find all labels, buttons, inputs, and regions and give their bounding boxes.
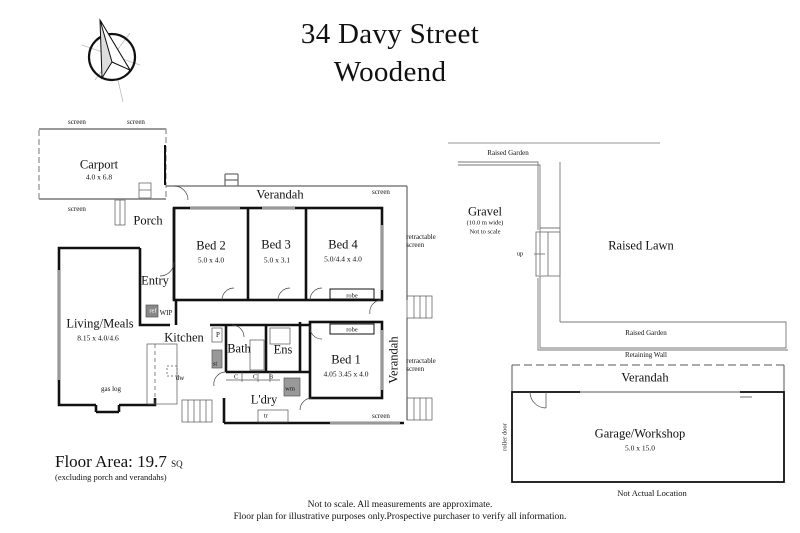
floor-area-unit: SQ xyxy=(171,459,183,469)
garage-dimensions: 5.0 x 15.0 xyxy=(625,443,655,453)
ref-label: ref xyxy=(149,307,157,315)
raised-garden-bottom-label: Raised Garden xyxy=(625,329,667,337)
room-kitchen: Kitchen xyxy=(164,330,204,345)
garage-workshop-label: Garage/Workshop xyxy=(594,426,686,441)
page-title-street: 34 Davy Street xyxy=(300,18,480,50)
room-living-meals-dimensions: 8.15 x 4.0/4.6 xyxy=(77,333,119,343)
screen-label: screen xyxy=(372,412,390,420)
pantry-label: P xyxy=(216,331,220,339)
roller-door-label: roller door xyxy=(501,423,509,451)
room-carport: Carport xyxy=(79,157,119,172)
verandah-side-label: Verandah xyxy=(386,336,401,384)
floor-area-value: Floor Area: 19.7 xyxy=(55,452,167,471)
dishwasher-label: dw xyxy=(175,374,185,382)
floor-area-note: (excluding porch and verandahs) xyxy=(55,472,167,482)
gas-log-label: gas log xyxy=(100,385,122,393)
gravel-width-label: (10.0 m wide) xyxy=(466,219,504,227)
room-ensuite: Ens xyxy=(273,342,293,357)
raised-garden-top-label: Raised Garden xyxy=(487,149,529,157)
washing-machine-label: wm xyxy=(285,385,295,393)
disclaimer-line-2: Floor plan for illustrative purposes onl… xyxy=(233,512,567,522)
gravel-label: Gravel xyxy=(467,204,503,219)
room-bed2: Bed 2 xyxy=(196,238,226,253)
floor-area: Floor Area: 19.7 SQ xyxy=(55,452,183,472)
room-laundry: L'dry xyxy=(250,392,278,407)
room-bed1: Bed 1 xyxy=(331,352,361,367)
room-bed3: Bed 3 xyxy=(261,237,291,252)
page-title-suburb: Woodend xyxy=(333,56,447,88)
screen-label: screen xyxy=(68,118,86,126)
room-bed2-dimensions: 5.0 x 4.0 xyxy=(197,255,225,265)
not-actual-location-label: Not Actual Location xyxy=(617,488,687,498)
room-carport-dimensions: 4.0 x 6.8 xyxy=(85,172,113,182)
trough-label: tr xyxy=(264,412,268,420)
wip-label: WIP xyxy=(159,309,173,317)
garage-verandah-label: Verandah xyxy=(621,370,669,385)
room-bed1-dimensions: 4.05 3.45 x 4.0 xyxy=(323,369,369,379)
room-bed3-dimensions: 5.0 x 3.1 xyxy=(263,255,291,265)
cupboard-label: C xyxy=(233,373,239,381)
screen-label: screen xyxy=(127,118,145,126)
room-bed4-dimensions: 5.0/4.4 x 4.0 xyxy=(324,254,362,264)
room-porch: Porch xyxy=(133,213,163,228)
cupboard-label: C xyxy=(252,373,258,381)
room-bath: Bath xyxy=(227,341,251,356)
stove-label: st xyxy=(212,360,218,368)
screen-label: screen xyxy=(68,205,86,213)
robe-label: robe xyxy=(346,326,358,334)
room-entry: Entry xyxy=(141,273,169,288)
screen-label: screen xyxy=(372,188,390,196)
verandah-label: Verandah xyxy=(256,187,304,202)
retaining-wall-label: Retaining Wall xyxy=(625,351,667,359)
robe-label: robe xyxy=(346,292,358,300)
raised-lawn-label: Raised Lawn xyxy=(608,238,674,253)
up-arrow-label: up xyxy=(516,250,524,258)
cupboard-label: B xyxy=(268,373,274,381)
gravel-not-to-scale-label: Not to scale xyxy=(469,228,501,236)
room-living-meals: Living/Meals xyxy=(66,316,134,331)
north-arrow-compass-icon xyxy=(81,18,141,103)
room-bed4: Bed 4 xyxy=(328,237,358,252)
disclaimer-line-1: Not to scale. All measurements are appro… xyxy=(307,500,493,510)
